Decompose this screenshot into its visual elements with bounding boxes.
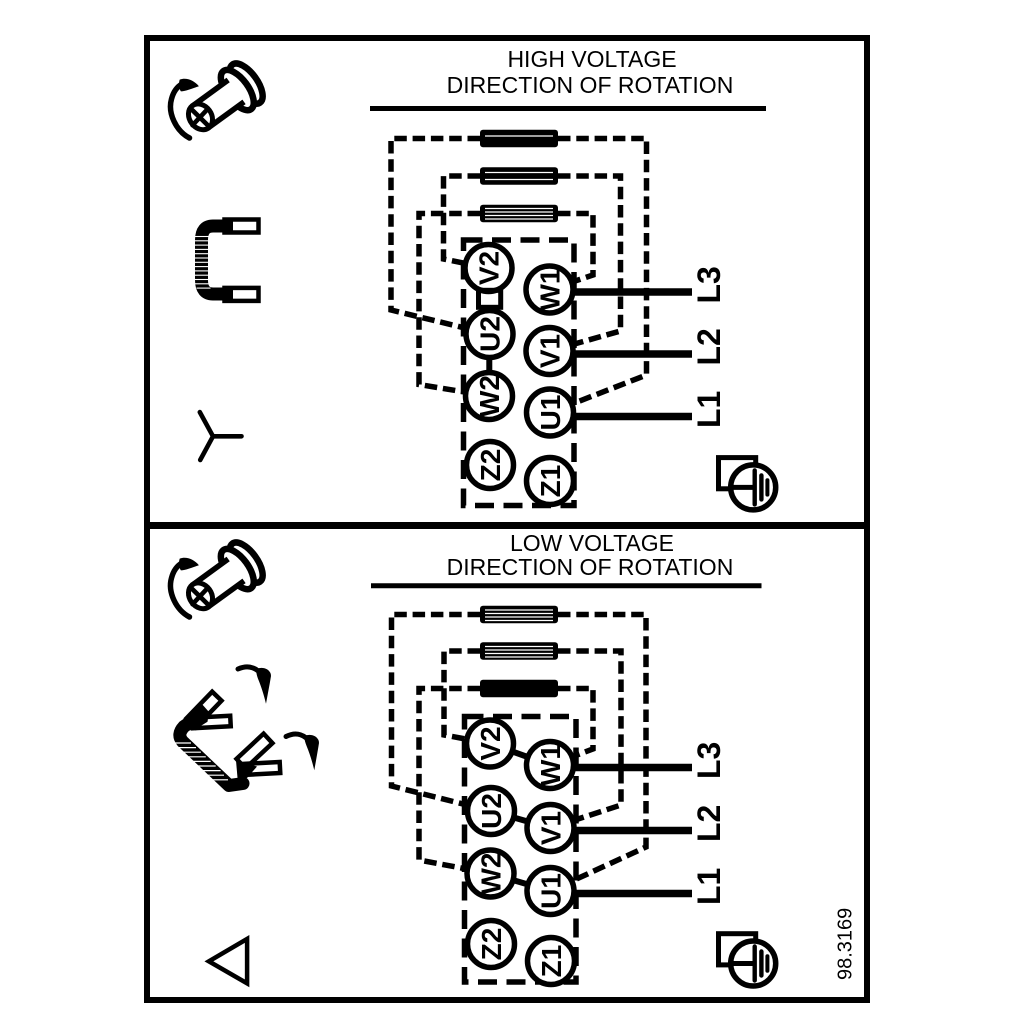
terminal-v1: V1: [523, 324, 576, 378]
terminal-z2: Z2: [463, 438, 517, 492]
winding-coils: [480, 129, 558, 223]
terminal-w2: W2: [462, 369, 516, 423]
rotation-arrow-top: [235, 664, 271, 704]
terminal-block: [461, 713, 579, 985]
terminal-circle: [524, 934, 578, 988]
terminals: V2 U2 W2 Z2 W1 V1: [462, 241, 577, 508]
supply-labels: L3 L2 L1: [691, 742, 727, 905]
terminal-v1: V1: [524, 801, 577, 855]
terminal-label: Z1: [535, 465, 566, 498]
terminal-w2: W2: [464, 847, 517, 900]
screw-rotation-icon: [171, 537, 269, 621]
supply-label-l1: L1: [691, 391, 727, 428]
terminal-label: Z2: [475, 449, 506, 482]
star-links: [476, 287, 504, 375]
terminal-label: U1: [536, 873, 567, 909]
terminal-u2: U2: [463, 307, 516, 361]
drawing-number: 98.3169: [835, 908, 857, 980]
terminal-w1: W1: [523, 263, 576, 316]
frame: [144, 35, 870, 1003]
section-high-voltage: HIGH VOLTAGE DIRECTION OF ROTATION: [171, 46, 776, 510]
section-title-line1: LOW VOLTAGE: [510, 530, 674, 556]
terminal-block: [460, 237, 577, 509]
terminal-label: U2: [476, 793, 507, 829]
section-title-line1: HIGH VOLTAGE: [507, 46, 676, 72]
winding-v-left: [441, 648, 491, 747]
delta-symbol-icon: [204, 934, 250, 988]
winding-v-right: [548, 173, 624, 354]
supply-label-l2: L2: [691, 805, 727, 842]
terminal-v2: V2: [463, 717, 517, 770]
terminal-circle: [464, 847, 517, 900]
winding-v-left: [440, 173, 490, 271]
winding-wiring: [388, 135, 650, 416]
terminal-label: V1: [535, 334, 566, 368]
terminal-label: V1: [536, 811, 567, 845]
terminal-label: V2: [475, 726, 506, 760]
coil-u: [480, 129, 558, 148]
coil-w: [480, 204, 558, 223]
section-low-voltage: LOW VOLTAGE DIRECTION OF ROTATION: [171, 530, 857, 986]
terminal-label: W1: [535, 269, 566, 311]
terminal-circle: [524, 801, 577, 855]
terminal-circle: [464, 917, 518, 971]
winding-w-left: [416, 685, 492, 877]
terminal-w1: W1: [523, 738, 577, 792]
rotation-arrow-right: [283, 731, 319, 771]
terminal-circle: [463, 717, 517, 770]
star-symbol-icon: [197, 409, 244, 463]
terminal-circle: [523, 386, 577, 439]
terminal-label: U2: [475, 316, 506, 352]
terminal-circle: [464, 784, 518, 838]
winding-u-left: [388, 135, 491, 337]
terminal-label: W2: [476, 853, 507, 895]
terminal-circle: [523, 454, 577, 508]
terminal-label: U1: [535, 395, 566, 431]
terminal-u1: U1: [523, 386, 577, 439]
terminal-z1: Z1: [524, 934, 578, 988]
winding-coils: [480, 605, 558, 698]
terminal-z2: Z2: [464, 917, 518, 971]
terminal-v2: V2: [462, 241, 515, 295]
jumper-link-icon: [194, 217, 261, 304]
terminal-label: W2: [474, 375, 505, 417]
terminal-circle: [524, 864, 577, 918]
delta-jumpers-icon: [173, 664, 319, 792]
terminal-label: V2: [474, 251, 505, 285]
winding-w-left: [416, 210, 490, 399]
terminal-z1: Z1: [523, 454, 577, 508]
terminal-label: Z1: [536, 945, 567, 978]
winding-u-left: [388, 611, 492, 814]
coil-v: [480, 167, 558, 185]
outer-border: [144, 35, 870, 1003]
section-title-line2: DIRECTION OF ROTATION: [447, 72, 734, 98]
terminal-label: W1: [535, 744, 566, 786]
terminal-u1: U1: [524, 864, 577, 918]
terminals: V2 U2 W2 Z2 W1 V1: [463, 717, 578, 988]
winding-u-right: [549, 611, 649, 894]
winding-u-right: [549, 135, 650, 416]
terminal-circle: [523, 324, 576, 378]
terminal-circle: [523, 738, 577, 792]
coil-w: [480, 679, 558, 698]
winding-v-right: [549, 648, 624, 831]
section-title-line2: DIRECTION OF ROTATION: [447, 554, 734, 580]
supply-label-l2: L2: [691, 328, 727, 365]
terminal-u2: U2: [464, 784, 518, 838]
terminal-label: Z2: [476, 928, 507, 961]
terminal-circle: [523, 263, 576, 316]
ground-screw-icon: [719, 458, 776, 510]
ground-screw-icon: [719, 934, 776, 986]
supply-label-l3: L3: [691, 266, 727, 303]
screw-rotation-icon: [171, 58, 269, 142]
link-v2-u2: [476, 287, 504, 310]
supply-label-l3: L3: [691, 742, 727, 779]
supply-labels: L3 L2 L1: [691, 266, 727, 428]
terminal-circle: [463, 438, 517, 492]
supply-label-l1: L1: [691, 868, 727, 905]
